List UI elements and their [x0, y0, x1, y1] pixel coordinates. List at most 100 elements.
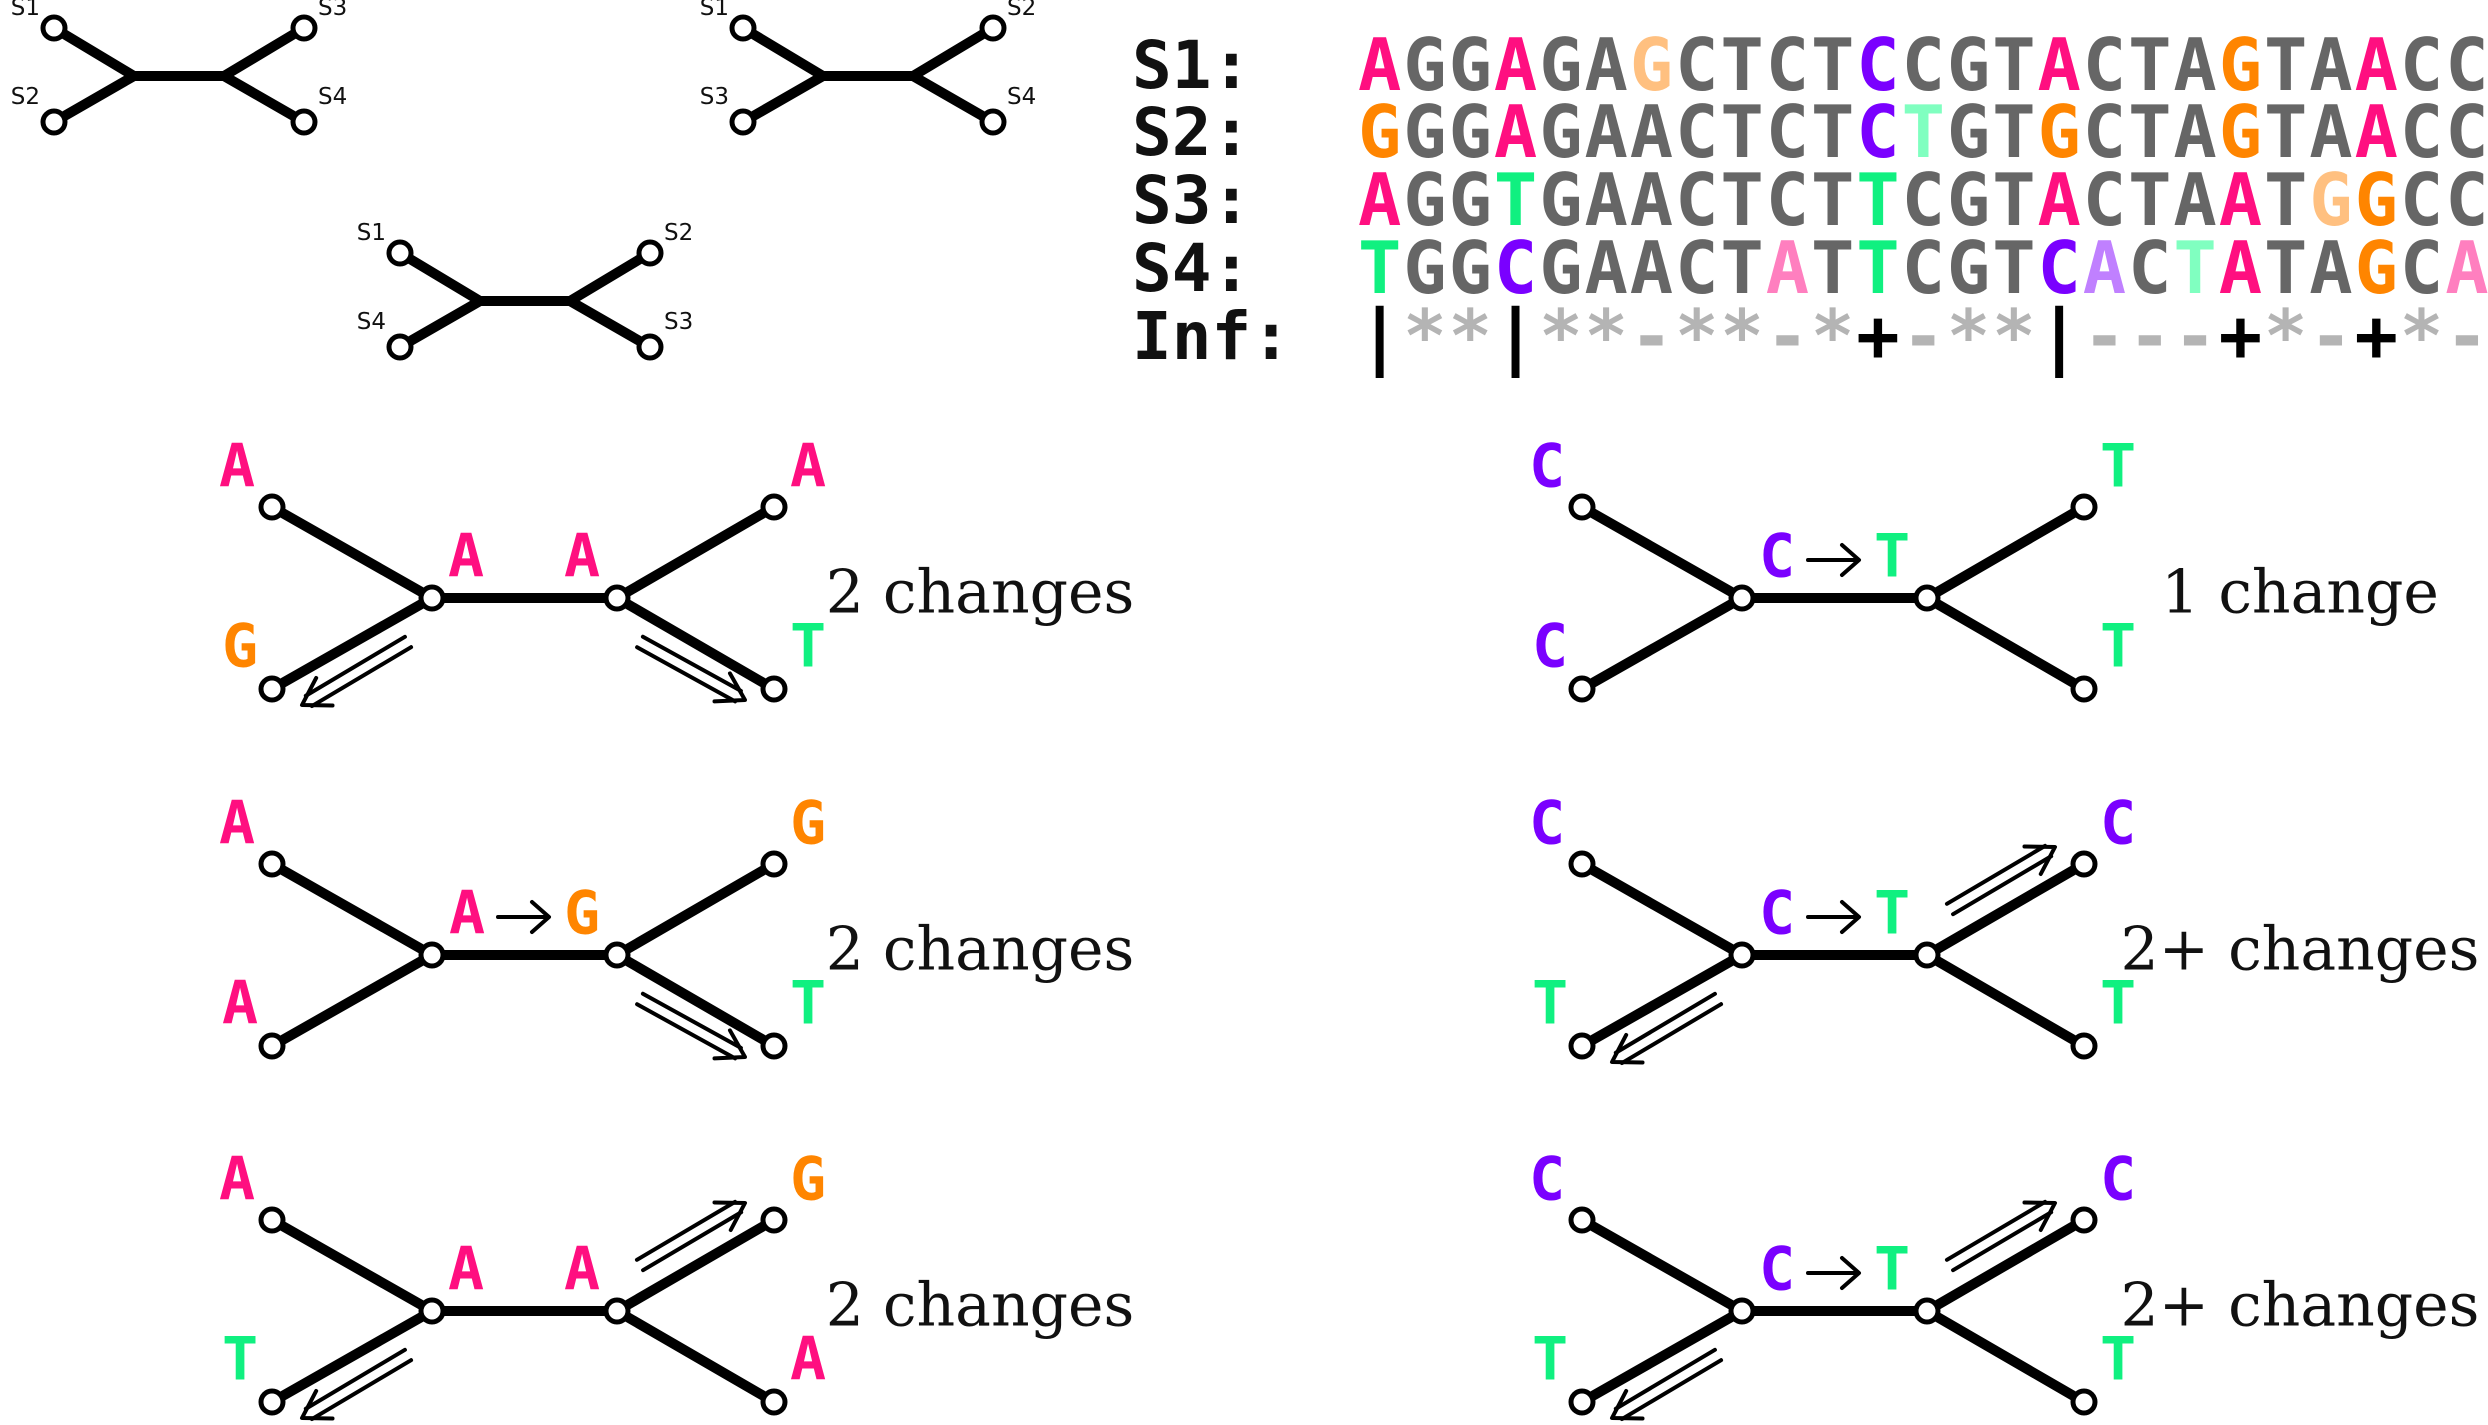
transition-arrow [1806, 543, 1861, 577]
internal-node [603, 584, 631, 612]
leaf-state-rt: A [790, 432, 826, 502]
change-arrow-rt [1944, 1199, 2057, 1273]
internal-node [1913, 584, 1941, 612]
internal-node [418, 1297, 446, 1325]
internal-node [1913, 941, 1941, 969]
leaf-node [760, 1388, 788, 1416]
internal-node [1728, 1297, 1756, 1325]
transition-arrow [1806, 1256, 1861, 1290]
change-arrow-rt [634, 1199, 747, 1273]
alignment-row-4: S4:TGGCGAACTATTCGTCACTATAGCA [1132, 226, 2488, 310]
leaf-state-rb: T [2100, 1325, 2136, 1395]
internal-state-right: A [564, 1235, 600, 1305]
branch [267, 859, 437, 960]
taxon-label: S1 [357, 220, 386, 246]
leaf-node [258, 1032, 286, 1060]
branch [1922, 502, 2089, 603]
sequence-label: S2: [1132, 94, 1251, 171]
internal-state-left: C [1759, 522, 1795, 592]
leaf-state-lb: T [1532, 1325, 1568, 1395]
leaf-node [2070, 850, 2098, 878]
internal-state-left: A [448, 1235, 484, 1305]
leaf-state-lt: C [1529, 1145, 1565, 1215]
branch [612, 859, 779, 960]
internal-state-left: C [1759, 1235, 1795, 1305]
leaf-state-lb: T [222, 1325, 258, 1395]
leaf-node [1568, 1388, 1596, 1416]
leaf-state-rt: C [2100, 1145, 2136, 1215]
internal-state-left: C [1759, 879, 1795, 949]
leaf-node [2070, 1032, 2098, 1060]
branch [738, 71, 828, 127]
internal-state-right: T [1874, 1235, 1910, 1305]
changes-count: 2 changes [826, 915, 1135, 985]
leaf-node [258, 675, 286, 703]
leaf-node [40, 14, 68, 42]
branch [908, 23, 998, 81]
change-arrow-rt [1944, 843, 2057, 917]
internal-node [418, 941, 446, 969]
internal-node [1728, 941, 1756, 969]
leaf-node [386, 239, 414, 267]
branch [267, 950, 437, 1051]
change-arrow-rb [635, 991, 747, 1061]
sequence: AGGAGAGCTCTCCGTACTAGTAACC [1358, 23, 2488, 107]
leaf-node [979, 108, 1007, 136]
internal-node [1728, 584, 1756, 612]
leaf-node [760, 850, 788, 878]
branch [1577, 502, 1747, 603]
transition-arrow [496, 900, 551, 934]
branch [738, 23, 828, 81]
internal-node [603, 1297, 631, 1325]
leaf-state-rb: A [790, 1325, 826, 1395]
branch [1922, 1306, 2089, 1407]
internal-state-right: A [564, 522, 600, 592]
sequence: AGGTGAACTCTTCGTACTAATGGCC [1358, 158, 2488, 242]
leaf-node [258, 850, 286, 878]
changes-count: 2 changes [826, 558, 1135, 628]
informative-sites-row: Inf:|**|**-**-*+-**|---+*-+*- [1132, 294, 2488, 379]
sequence-label: S4: [1132, 230, 1251, 307]
internal-state-right: T [1874, 522, 1910, 592]
branch [1922, 593, 2089, 694]
change-arrow-lb [1610, 1347, 1724, 1422]
internal-node [418, 584, 446, 612]
leaf-node [258, 1388, 286, 1416]
branch [565, 248, 655, 306]
changes-count: 2+ changes [2121, 1271, 2480, 1341]
leaf-node [258, 493, 286, 521]
branch [1577, 950, 1747, 1051]
branch [565, 296, 655, 352]
changes-count: 2 changes [826, 1271, 1135, 1341]
taxon-label: S2 [11, 84, 40, 110]
leaf-state-rt: G [790, 1145, 826, 1215]
leaf-node [1568, 1032, 1596, 1060]
change-arrow-rb [635, 634, 747, 704]
leaf-state-rb: T [2100, 969, 2136, 1039]
taxon-label: S1 [700, 0, 729, 21]
branch [1577, 1306, 1747, 1407]
branch [395, 248, 485, 306]
leaf-node [290, 108, 318, 136]
leaf-node [636, 239, 664, 267]
internal-node [603, 941, 631, 969]
leaf-state-rt: G [790, 789, 826, 859]
branch [612, 593, 779, 694]
branch [1922, 1215, 2089, 1316]
leaf-state-lb: A [222, 969, 258, 1039]
branch [612, 950, 779, 1051]
branch [267, 1215, 437, 1316]
internal-state-left: A [448, 522, 484, 592]
branch [219, 23, 309, 81]
branch [612, 1306, 779, 1407]
leaf-state-lb: C [1532, 612, 1568, 682]
inf-label: Inf: [1132, 298, 1291, 375]
leaf-state-rb: T [2100, 612, 2136, 682]
